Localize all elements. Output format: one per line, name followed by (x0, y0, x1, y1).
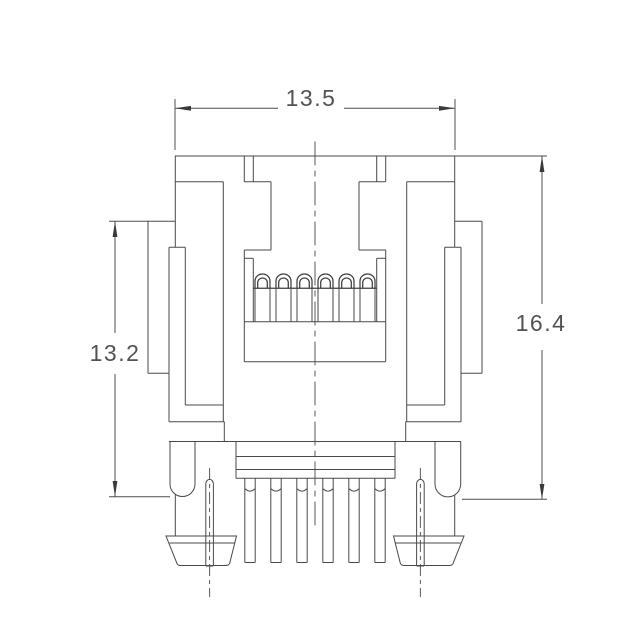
side-ear-left (147, 220, 176, 422)
inner-panel-left (169, 181, 225, 442)
dimension-left: 13.2 (90, 220, 170, 498)
dimension-right: 16.4 (462, 156, 567, 500)
contact-block (253, 273, 377, 322)
mounting-leg-right (434, 441, 462, 536)
comb-teeth (254, 288, 376, 322)
connector-body-outline (169, 155, 547, 442)
top-notches (243, 156, 387, 182)
foot-right (392, 535, 465, 566)
post-pin-right (416, 478, 425, 567)
foot-left (165, 535, 238, 566)
side-ear-right (454, 220, 483, 422)
solder-pins (244, 478, 386, 563)
dimension-top-label: 13.5 (286, 85, 337, 111)
dimension-left-label: 13.2 (90, 340, 141, 366)
inner-panel-right (405, 181, 461, 442)
arrow-up-icon (112, 221, 118, 237)
arrow-left-icon (175, 105, 191, 111)
contact-domes (254, 273, 376, 289)
arrow-right-icon (439, 105, 455, 111)
dimension-right-label: 16.4 (516, 310, 567, 336)
arrow-down-icon (539, 484, 545, 500)
jack-opening (243, 181, 387, 363)
mounting-leg-left (169, 441, 196, 536)
post-pin-left (205, 478, 214, 567)
bottom-band (235, 441, 396, 479)
arrow-up-icon (539, 156, 545, 172)
dimension-top: 13.5 (174, 85, 456, 150)
arrow-down-icon (112, 481, 118, 497)
